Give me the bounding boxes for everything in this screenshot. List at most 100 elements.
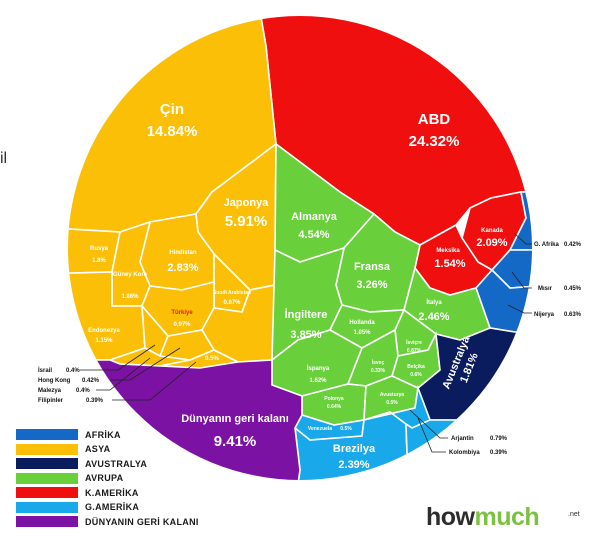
brand-main: how [426, 503, 475, 531]
legend-item-avustralya: AVUSTRALYA [16, 457, 199, 470]
label-cin-value: 14.84% [147, 123, 198, 140]
label-japonya-name: Japonya [224, 197, 270, 209]
callout-kolombiya-label: Kolombiya [449, 450, 480, 456]
legend-item-g-amerika: G.AMERİKA [16, 501, 199, 514]
label-hindistan-value: 2.83% [167, 262, 198, 274]
label-ispanya-value: 1.62% [309, 378, 327, 384]
label-dunya-value: 9.41% [214, 433, 257, 450]
callout-filipinler-label: Filipinler [38, 398, 64, 404]
callout-misir-value: 0.45% [564, 286, 582, 292]
label-almanya-name: Almanya [291, 211, 338, 223]
label-japonya-value: 5.91% [225, 213, 268, 230]
legend-item-afrika: AFRİKA [16, 428, 199, 441]
legend-item-avrupa: AVRUPA [16, 472, 199, 485]
legend-label: DÜNYANIN GERİ KALANI [85, 516, 199, 527]
label-guney-kore-value: 1.86% [121, 294, 139, 300]
callout-nijerya-label: Nijerya [534, 312, 555, 318]
callout-hong-kong-value: 0.42% [82, 378, 100, 384]
label-isvicre-name: İsviçre [406, 339, 422, 346]
label-rusya-name: Rusya [90, 246, 109, 252]
label-guney-kore-name: Güney Kore [113, 272, 148, 278]
callout-g-afrika-label: G. Afrika [534, 242, 559, 248]
label-brezilya-value: 2.39% [338, 459, 369, 471]
label-fransa-value: 3.26% [356, 279, 387, 291]
label-meksika-name: Meksika [436, 248, 460, 254]
label-turkiye-value: 0.97% [173, 322, 191, 328]
label-almanya-value: 4.54% [298, 229, 329, 241]
label-avusturya-name: Avusturya [380, 392, 404, 398]
label-rusya-value: 1.8% [92, 258, 106, 264]
callout-israil-label: İsrail [38, 367, 52, 374]
label-endonezya-value: 1.15% [95, 338, 113, 344]
legend-swatch [16, 443, 78, 455]
callout-arjantin-label: Arjantin [451, 436, 474, 442]
callout-malezya-label: Malezya [38, 388, 62, 394]
legend-label: AVUSTRALYA [85, 458, 148, 469]
label-polonya-value: 0.64% [327, 404, 342, 410]
label-abd-value: 24.32% [409, 133, 460, 150]
label-meksika-value: 1.54% [434, 258, 465, 270]
legend-label: ASYA [85, 444, 111, 454]
leader-lines [80, 232, 532, 453]
label-kanada-value: 2.09% [476, 237, 507, 249]
callout-kolombiya-value: 0.39% [490, 450, 508, 456]
callout-nijerya-value: 0.63% [564, 312, 582, 318]
callout-israil-value: 0.4% [66, 368, 80, 374]
label-ispanya-name: İspanya [307, 365, 330, 372]
legend-item-asya: ASYA [16, 443, 199, 456]
legend-swatch [16, 487, 78, 498]
brand-suffix: .net [568, 511, 580, 518]
label-ingiltere-name: İngiltere [285, 308, 328, 321]
callout-misir-label: Mısır [538, 286, 553, 292]
callout-g-afrika-value: 0.42% [564, 242, 582, 248]
label-asya-kucuk-value: 0.5% [205, 356, 219, 362]
label-hollanda-value: 1.05% [353, 330, 371, 336]
label-suudi-value: 0.87% [223, 300, 241, 306]
callout-hong-kong-label: Hong Kong [38, 378, 71, 384]
cell-nijerya [475, 268, 532, 337]
brand-logo: howmuch [426, 503, 540, 532]
label-kanada-name: Kanada [481, 228, 503, 234]
legend-swatch [16, 501, 78, 513]
label-brezilya-name: Brezilya [333, 443, 376, 455]
callout-arjantin-value: 0.79% [490, 436, 508, 442]
cell-avustralya [417, 327, 532, 421]
legend-label: AFRİKA [85, 429, 121, 440]
label-suudi-name: Suudi Arabistan [213, 290, 251, 296]
label-hollanda-name: Hollanda [349, 320, 375, 326]
label-belcika-value: 0.6% [410, 372, 422, 378]
label-cin-name: Çin [160, 101, 184, 118]
label-venezuela-value: 0.5% [340, 426, 352, 432]
legend-item-k-amerika: K.AMERİKA [16, 486, 199, 499]
cell-misir [490, 247, 532, 289]
legend-swatch [16, 516, 78, 527]
legend-swatch [16, 458, 78, 469]
label-isvicre-value: 0.87% [407, 348, 422, 354]
label-ingiltere-value: 3.85% [290, 329, 321, 341]
cell-labels: ABD 24.32% Kanada 2.09% Meksika 1.54% Çi… [88, 101, 508, 471]
label-isvec-name: İsveç [372, 359, 385, 366]
legend-swatch [16, 429, 78, 440]
label-venezuela-name: Venezuela [308, 426, 332, 432]
legend: AFRİKA ASYA AVUSTRALYA AVRUPA K.AMERİKA … [16, 428, 199, 530]
legend-label: AVRUPA [85, 473, 124, 483]
label-avusturya-value: 0.5% [386, 400, 398, 406]
brand-accent: much [474, 503, 540, 531]
legend-swatch [16, 472, 78, 484]
label-italya-value: 2.46% [418, 311, 449, 323]
label-hindistan-name: Hindistan [169, 250, 197, 256]
legend-label: K.AMERİKA [85, 487, 139, 498]
callouts: G. Afrika 0.42% Mısır 0.45% Nijerya 0.63… [38, 242, 582, 456]
edge-text-fragment: il [0, 150, 8, 167]
label-endonezya-name: Endonezya [88, 328, 120, 334]
legend-item-dunyanin-geri-kalani: DÜNYANIN GERİ KALANI [16, 515, 199, 528]
label-abd-name: ABD [418, 111, 451, 128]
label-italya-name: İtalya [426, 299, 442, 306]
legend-label: G.AMERİKA [85, 502, 140, 512]
label-polonya-name: Polonya [324, 396, 344, 402]
callout-filipinler-value: 0.39% [86, 398, 104, 404]
label-dunya-name: Dünyanın geri kalanı [181, 413, 289, 425]
label-belcika-name: Belçika [407, 364, 425, 370]
label-turkiye-name: Türkiye [171, 310, 193, 316]
